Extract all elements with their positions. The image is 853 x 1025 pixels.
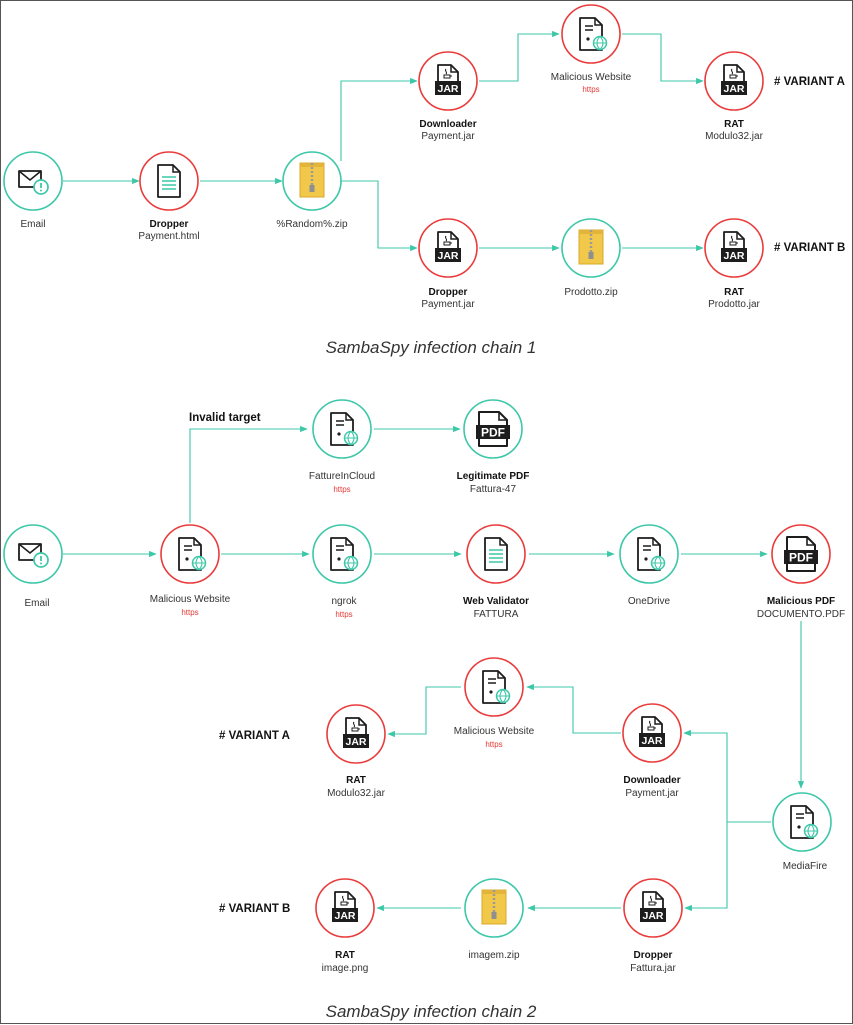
malicious-website-label: Malicious Website bbox=[551, 72, 632, 83]
dropper-jar-file: Payment.jar bbox=[421, 299, 475, 310]
rat-b-title: RAT bbox=[724, 287, 744, 298]
malicious-pdf-file: DOCUMENTO.PDF bbox=[757, 609, 845, 620]
zip-folder-icon bbox=[577, 228, 605, 266]
mediafire-label: MediaFire bbox=[783, 861, 828, 872]
ngrok-label: ngrok bbox=[331, 596, 357, 607]
email-node-2[interactable] bbox=[3, 524, 63, 584]
web-validator-file: FATTURA bbox=[474, 609, 519, 620]
prodotto-zip-label: Prodotto.zip bbox=[564, 287, 618, 298]
variant-a-label-2: # VARIANT A bbox=[219, 730, 290, 742]
imagem-zip-label: imagem.zip bbox=[468, 950, 520, 961]
document-icon bbox=[157, 164, 181, 198]
legit-pdf-node[interactable] bbox=[463, 399, 523, 459]
legit-pdf-title: Legitimate PDF bbox=[457, 471, 530, 482]
email-label-2: Email bbox=[24, 598, 49, 609]
fattureincloud-proto: https bbox=[333, 485, 350, 494]
imagem-zip-node[interactable] bbox=[464, 878, 524, 938]
fattureincloud-label: FattureInCloud bbox=[309, 471, 375, 482]
malicious-website-label-3: Malicious Website bbox=[454, 726, 535, 737]
chain1-edges bbox=[63, 30, 704, 252]
zip-folder-icon bbox=[298, 161, 326, 199]
rat-a-node[interactable] bbox=[704, 51, 764, 111]
zip-folder-icon bbox=[480, 888, 508, 926]
malicious-website-proto-2: https bbox=[181, 608, 198, 617]
malicious-website-label-2: Malicious Website bbox=[150, 594, 231, 605]
chain1-caption: SambaSpy infection chain 1 bbox=[326, 338, 537, 357]
web-validator-title: Web Validator bbox=[463, 596, 529, 607]
dropper-html-file: Payment.html bbox=[138, 231, 199, 242]
web-validator-node[interactable] bbox=[466, 524, 526, 584]
malicious-pdf-node[interactable] bbox=[771, 524, 831, 584]
chain2-edges bbox=[63, 425, 805, 912]
chain2-caption: SambaSpy infection chain 2 bbox=[326, 1002, 537, 1021]
onedrive-label: OneDrive bbox=[628, 596, 671, 607]
email-label: Email bbox=[20, 219, 45, 230]
fattureincloud-node[interactable] bbox=[312, 399, 372, 459]
dropper-file-2: Fattura.jar bbox=[630, 963, 676, 974]
dropper-node-2[interactable] bbox=[623, 878, 683, 938]
malicious-website-proto: https bbox=[582, 85, 599, 94]
rat-b-file: Prodotto.jar bbox=[708, 299, 760, 310]
rat-a-title: RAT bbox=[724, 119, 744, 130]
rat-b-file-2: image.png bbox=[322, 963, 369, 974]
malicious-website-node-2[interactable] bbox=[160, 524, 220, 584]
random-zip-node[interactable] bbox=[282, 151, 342, 211]
malicious-pdf-title: Malicious PDF bbox=[767, 596, 835, 607]
dropper-jar-title: Dropper bbox=[429, 287, 468, 298]
downloader-file-2: Payment.jar bbox=[625, 788, 679, 799]
variant-a-label: # VARIANT A bbox=[774, 76, 845, 88]
dropper-html-title: Dropper bbox=[150, 219, 189, 230]
variant-b-label-2: # VARIANT B bbox=[219, 903, 290, 915]
dropper-html-node[interactable] bbox=[139, 151, 199, 211]
rat-a-file: Modulo32.jar bbox=[705, 131, 763, 142]
rat-a-title-2: RAT bbox=[346, 775, 366, 786]
rat-b-title-2: RAT bbox=[335, 950, 355, 961]
rat-a-node-2[interactable] bbox=[326, 704, 386, 764]
downloader-title: Downloader bbox=[419, 119, 476, 130]
downloader-node[interactable] bbox=[418, 51, 478, 111]
dropper-jar-node[interactable] bbox=[418, 218, 478, 278]
document-icon bbox=[484, 537, 508, 571]
rat-b-node[interactable] bbox=[704, 218, 764, 278]
random-zip-label: %Random%.zip bbox=[276, 219, 348, 230]
onedrive-node[interactable] bbox=[619, 524, 679, 584]
pdf-icon bbox=[475, 411, 511, 447]
dropper-title-2: Dropper bbox=[634, 950, 673, 961]
malicious-website-proto-3: https bbox=[485, 740, 502, 749]
mediafire-node[interactable] bbox=[772, 792, 832, 852]
ngrok-node[interactable] bbox=[312, 524, 372, 584]
variant-b-label: # VARIANT B bbox=[774, 242, 845, 254]
email-node[interactable] bbox=[3, 151, 63, 211]
malicious-website-node-3[interactable] bbox=[464, 657, 524, 717]
malicious-website-node[interactable] bbox=[561, 4, 621, 64]
downloader-file: Payment.jar bbox=[421, 131, 475, 142]
prodotto-zip-node[interactable] bbox=[561, 218, 621, 278]
legit-pdf-file: Fattura-47 bbox=[470, 484, 517, 495]
ngrok-proto: https bbox=[335, 610, 352, 619]
rat-a-file-2: Modulo32.jar bbox=[327, 788, 385, 799]
invalid-target-label: Invalid target bbox=[189, 412, 261, 424]
pdf-icon bbox=[783, 536, 819, 572]
downloader-title-2: Downloader bbox=[623, 775, 680, 786]
downloader-node-2[interactable] bbox=[622, 703, 682, 763]
rat-b-node-2[interactable] bbox=[315, 878, 375, 938]
